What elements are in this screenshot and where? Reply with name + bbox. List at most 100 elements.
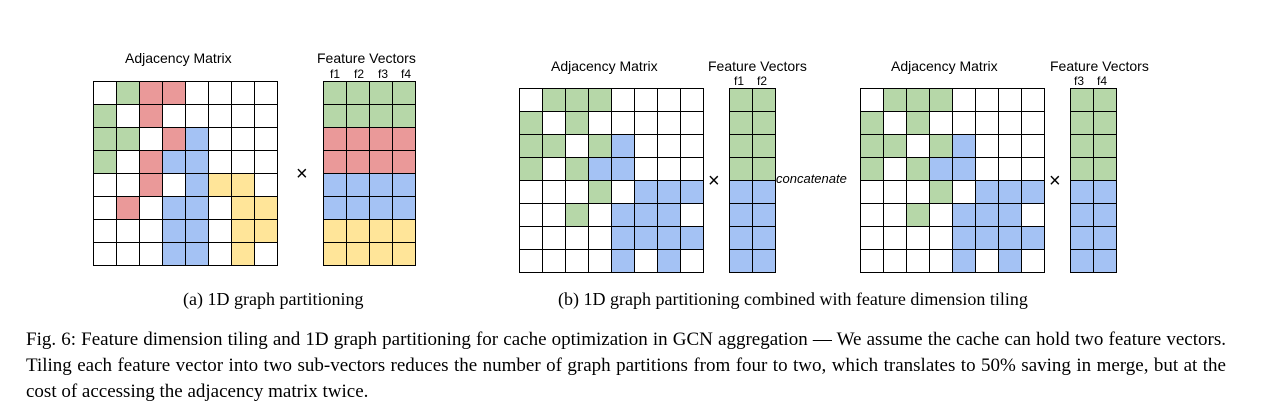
panel-a-feature-matrix-cell <box>369 196 393 220</box>
panel-b-right-feature-matrix-cell <box>1070 249 1094 273</box>
panel-b-left-adjacency-matrix-cell <box>657 203 681 227</box>
panel-b-left-adjacency-matrix-cell <box>565 180 589 204</box>
panel-a-adjacency-matrix-cell <box>208 173 232 197</box>
panel-b-left-adjacency-matrix-cell <box>519 157 543 181</box>
panel-a-feature-col-f3: f3 <box>378 67 389 81</box>
panel-b-right-adjacency-matrix-cell <box>998 88 1022 112</box>
panel-b-right-adjacency-matrix-cell <box>929 203 953 227</box>
panel-b-left-adjacency-matrix-cell <box>588 111 612 135</box>
panel-b-left-adjacency-matrix-cell <box>657 157 681 181</box>
panel-a-adjacency-matrix-cell <box>231 127 255 151</box>
panel-a-adjacency-matrix-cell <box>254 127 278 151</box>
panel-a-feature-matrix-cell <box>323 150 347 174</box>
panel-a-feature-matrix-cell <box>323 242 347 266</box>
panel-b-left-adjacency-matrix-cell <box>680 203 704 227</box>
panel-b-left-feature-matrix-cell <box>729 249 753 273</box>
panel-a-feature-matrix-cell <box>323 219 347 243</box>
panel-a-adjacency-matrix-cell <box>254 150 278 174</box>
panel-b-right-feature-col-f4: f4 <box>1097 74 1108 88</box>
panel-a-feature-matrix-cell <box>323 127 347 151</box>
panel-b-right-adjacency-matrix-cell <box>952 157 976 181</box>
panel-b-left-adjacency-matrix-cell <box>519 249 543 273</box>
panel-a-feature-matrix-cell <box>369 242 393 266</box>
panel-b-right-feature-matrix-cell <box>1093 226 1117 250</box>
panel-b-right-adjacency-matrix-cell <box>952 203 976 227</box>
panel-a-adjacency-matrix-cell <box>208 104 232 128</box>
panel-a-adjacency-matrix-cell <box>93 173 117 197</box>
panel-a-adjacency-matrix-cell <box>162 196 186 220</box>
panel-a-adjacency-matrix-cell <box>116 242 140 266</box>
panel-b-right-adjacency-matrix-cell <box>998 226 1022 250</box>
panel-b-right-adjacency-matrix-cell <box>860 157 884 181</box>
panel-b-left-adjacency-matrix-cell <box>634 157 658 181</box>
panel-b-right-adjacency-matrix-cell <box>998 134 1022 158</box>
panel-b-right-adjacency-matrix-cell <box>906 226 930 250</box>
panel-a-feature-col-f2: f2 <box>354 67 365 81</box>
panel-a-adjacency-matrix-cell <box>208 219 232 243</box>
panel-b-right-adjacency-matrix-cell <box>1021 226 1045 250</box>
panel-b-left-adjacency-matrix-cell <box>657 134 681 158</box>
panel-a-adjacency-matrix-cell <box>162 219 186 243</box>
panel-b-left-adjacency-matrix-cell <box>588 88 612 112</box>
panel-b-right-adjacency-matrix-cell <box>998 249 1022 273</box>
panel-b-left-adjacency-matrix-cell <box>519 88 543 112</box>
panel-b-left-adjacency-matrix-cell <box>588 249 612 273</box>
panel-a-feature-matrix-cell <box>346 196 370 220</box>
panel-b-right-adjacency-matrix-cell <box>952 180 976 204</box>
panel-a-adjacency-matrix-cell <box>116 104 140 128</box>
panel-a-feature-col-f1: f1 <box>330 67 341 81</box>
panel-b-right-adjacency-matrix-cell <box>929 180 953 204</box>
panel-b-right-adjacency-matrix-cell <box>929 88 953 112</box>
panel-b-left-feature-label: Feature Vectors <box>708 58 807 74</box>
panel-a-adjacency-matrix-cell <box>93 219 117 243</box>
panel-b-left-adjacency-matrix-cell <box>588 226 612 250</box>
panel-b-left-adjacency-matrix-cell <box>680 226 704 250</box>
panel-a-feature-matrix-cell <box>392 196 416 220</box>
panel-a-adjacency-matrix-cell <box>208 150 232 174</box>
panel-b-left-adjacency-matrix-cell <box>611 249 635 273</box>
panel-a-feature-matrix-cell <box>392 150 416 174</box>
panel-b-right-adjacency-matrix-cell <box>952 111 976 135</box>
panel-a-feature-matrix-cell <box>323 81 347 105</box>
panel-b-right-adjacency-matrix-cell <box>998 157 1022 181</box>
panel-a-adjacency-matrix-cell <box>93 104 117 128</box>
panel-a-adjacency-matrix-cell <box>254 104 278 128</box>
panel-a-adjacency-matrix-cell <box>254 219 278 243</box>
panel-b-left-adjacency-matrix-cell <box>565 226 589 250</box>
panel-b-left-feature-matrix-cell <box>752 180 776 204</box>
panel-b-right-feature-matrix-cell <box>1093 157 1117 181</box>
panel-b-left-feature-matrix <box>729 88 776 273</box>
panel-a-adjacency-matrix-cell <box>116 219 140 243</box>
panel-b-left-adjacency-matrix-cell <box>565 203 589 227</box>
panel-b-right-adjacency-matrix-cell <box>975 203 999 227</box>
panel-a-adjacency-matrix-cell <box>185 81 209 105</box>
panel-b-left-adjacency-matrix-cell <box>565 157 589 181</box>
panel-b-right-feature-matrix-cell <box>1070 111 1094 135</box>
panel-a-adjacency-matrix <box>93 81 278 266</box>
panel-b-right-adjacency-matrix-cell <box>1021 203 1045 227</box>
panel-b-right-feature-matrix-cell <box>1070 134 1094 158</box>
panel-a-adjacency-matrix-cell <box>162 81 186 105</box>
panel-b-left-adjacency-matrix-cell <box>588 203 612 227</box>
panel-a-adjacency-matrix-cell <box>231 104 255 128</box>
panel-b-left-adjacency-matrix-cell <box>657 249 681 273</box>
panel-b-right-adjacency-matrix-cell <box>1021 249 1045 273</box>
panel-a-adjacency-matrix-cell <box>116 173 140 197</box>
panel-a-adjacency-matrix-cell <box>185 242 209 266</box>
panel-b-right-times-sign: × <box>1049 170 1061 192</box>
panel-b-right-adjacency-matrix-cell <box>883 249 907 273</box>
panel-b-left-feature-matrix-cell <box>729 157 753 181</box>
panel-a-adjacency-matrix-cell <box>162 150 186 174</box>
panel-b-right-adjacency-matrix-cell <box>906 157 930 181</box>
panel-b-left-adjacency-matrix-cell <box>680 157 704 181</box>
panel-b-right-adjacency-matrix-cell <box>860 203 884 227</box>
panel-b-left-adjacency-matrix-cell <box>542 88 566 112</box>
panel-a-adjacency-matrix-cell <box>231 81 255 105</box>
panel-b-right-adjacency-matrix-cell <box>860 180 884 204</box>
panel-b-right-feature-matrix-cell <box>1093 111 1117 135</box>
panel-b-right-feature-matrix-cell <box>1070 180 1094 204</box>
panel-a-adjacency-matrix-cell <box>208 127 232 151</box>
panel-b-left-adjacency-matrix-cell <box>680 111 704 135</box>
panel-b-right-feature-matrix-cell <box>1093 203 1117 227</box>
panel-a-adjacency-matrix-cell <box>254 81 278 105</box>
